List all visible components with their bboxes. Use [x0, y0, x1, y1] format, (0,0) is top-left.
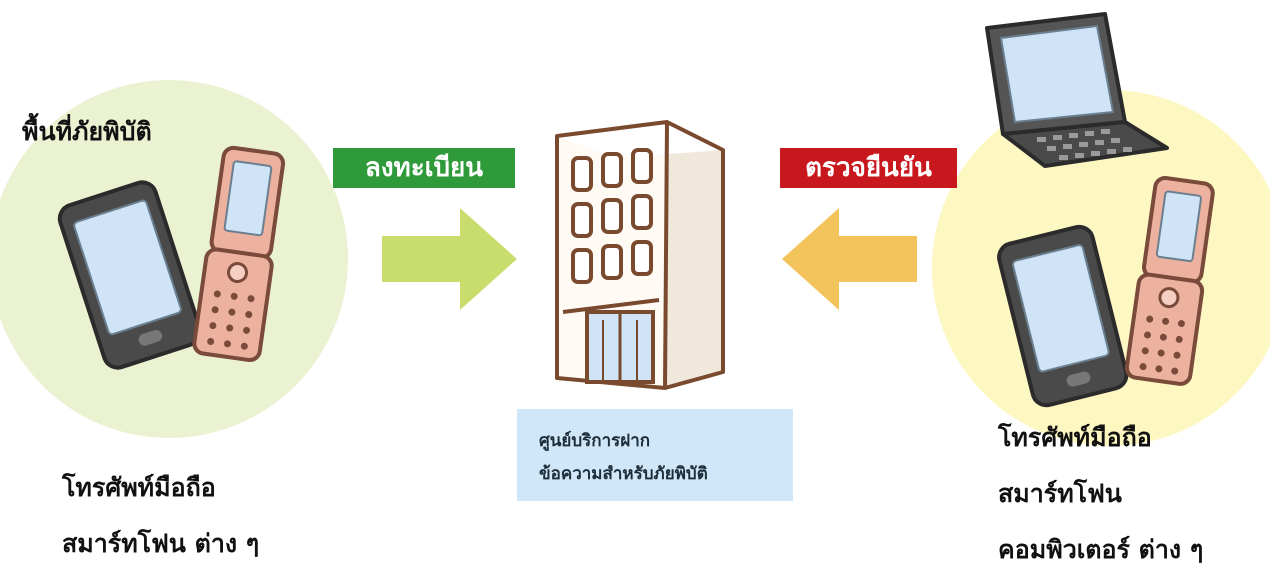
message-center-label: ศูนย์บริการฝาก ข้อความสำหรับภัยพิบัติ [517, 409, 793, 501]
flip-phone-icon [192, 145, 286, 363]
register-arrow [382, 208, 517, 310]
register-badge: ลงทะเบียน [333, 148, 515, 188]
left-device-list: โทรศัพท์มือถือ สมาร์ทโฟน ต่าง ๆ [62, 460, 259, 572]
smartphone-icon [997, 224, 1129, 408]
right-device-item: สมาร์ทโฟน [998, 479, 1122, 508]
right-device-list: โทรศัพท์มือถือ สมาร์ทโฟน คอมพิวเตอร์ ต่า… [998, 410, 1203, 578]
left-device-item: สมาร์ทโฟน ต่าง ๆ [62, 529, 260, 558]
left-device-item: โทรศัพท์มือถือ [62, 473, 216, 502]
building-icon [555, 120, 725, 390]
confirm-arrow [782, 208, 917, 310]
smartphone-icon [57, 180, 203, 370]
center-label-line-1: ศูนย์บริการฝาก [539, 431, 651, 451]
disaster-area-label: พื้นที่ภัยพิบัติ [22, 117, 152, 146]
laptop-icon [985, 12, 1169, 168]
right-device-item: โทรศัพท์มือถือ [998, 423, 1152, 452]
confirm-badge: ตรวจยืนยัน [780, 148, 957, 188]
right-device-item: คอมพิวเตอร์ ต่าง ๆ [998, 535, 1204, 564]
flip-phone-icon [1124, 175, 1215, 386]
center-label-line-2: ข้อความสำหรับภัยพิบัติ [539, 464, 708, 484]
